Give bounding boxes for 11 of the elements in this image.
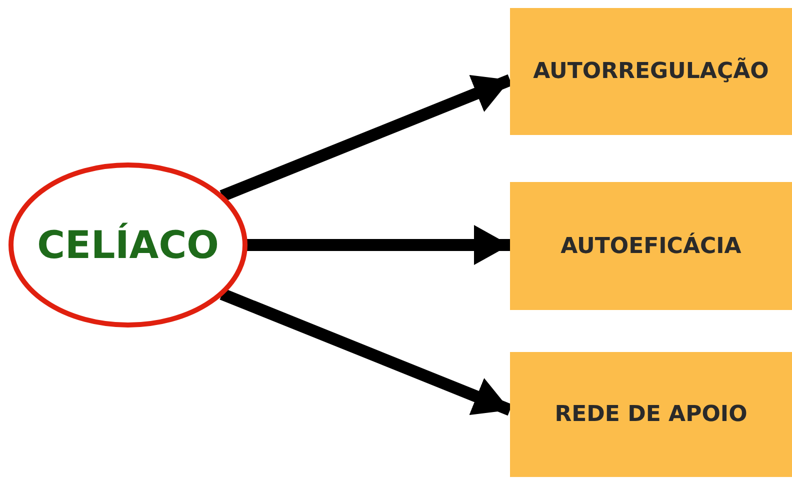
topic-box [510, 352, 792, 477]
topic-label: REDE DE APOIO [554, 402, 748, 427]
arrow [220, 74, 512, 202]
topic-box [510, 182, 792, 310]
topic-label: AUTORREGULAÇÃO [533, 59, 769, 84]
ellipse-node [8, 162, 248, 328]
arrow [246, 225, 510, 265]
topic-box [510, 8, 792, 135]
center-label: CELÍACO [37, 223, 219, 267]
topic-label: AUTOEFICÁCIA [560, 234, 742, 258]
arrow [220, 288, 512, 416]
